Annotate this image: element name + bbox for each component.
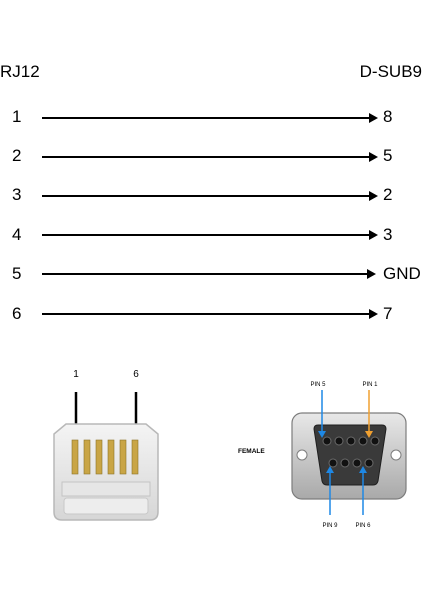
arrowhead-icon [369,113,378,123]
rj12-connector-illustration: 1 6 [53,369,159,521]
rj12-pin-last-label: 6 [133,369,139,380]
dsub9-gender-label: FEMALE [238,448,265,455]
dsub9-pin-5-label: GND [383,264,421,283]
dsub9-pin-2-label: 5 [383,146,393,165]
arrowhead-icon [369,309,378,319]
dsub9-connector-illustration: FEMALE PIN 5 PIN 1 PIN 9 PIN 6 [238,382,407,529]
arrowhead-icon [367,269,376,279]
wire-arrow-4 [42,230,378,240]
dsub9-pin5-label: PIN 5 [310,382,326,388]
rj12-pin-5-label: 5 [12,264,22,283]
rj12-pin-2-label: 2 [12,146,22,165]
dsub9-pin-6-label: 7 [383,304,393,323]
arrowhead-icon [369,152,378,162]
wire-arrow-2 [42,152,378,162]
wiring-list: 1 8 2 5 3 2 4 3 5 GND 6 7 [0,100,424,340]
arrowhead-icon [369,191,378,201]
dsub9-pin-1-label: 8 [383,107,393,126]
rj12-pin-3-label: 3 [12,185,22,204]
rj12-pin-first-label: 1 [73,369,79,380]
dsub9-pin9-label: PIN 9 [322,523,338,529]
dsub9-pin1-label: PIN 1 [362,382,378,388]
wire-arrow-1 [42,113,378,123]
wire-arrow-5 [42,269,376,279]
arrowhead-icon [369,230,378,240]
rj12-pin-4-label: 4 [12,225,22,244]
dsub9-header: D-SUB9 [359,62,422,81]
dsub9-pin-4-label: 3 [383,225,393,244]
rj12-header: RJ12 [0,62,40,81]
wire-arrow-3 [42,191,378,201]
rj12-pin-1-label: 1 [12,107,22,126]
dsub9-pin-3-label: 2 [383,185,393,204]
rj12-pin-6-label: 6 [12,304,22,323]
dsub9-pin6-label: PIN 6 [355,523,371,529]
wire-arrow-6 [42,309,378,319]
